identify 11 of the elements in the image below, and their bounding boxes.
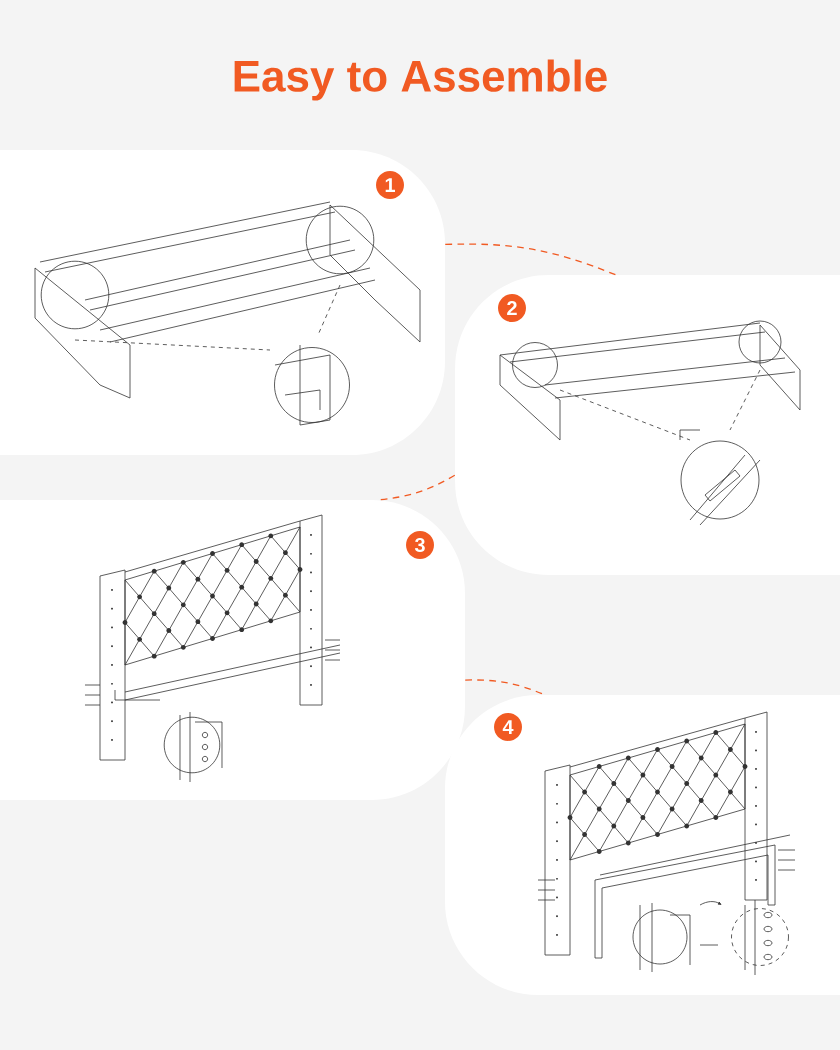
step-number: 1 (376, 171, 404, 199)
step-panel (455, 275, 840, 575)
step-number: 4 (494, 713, 522, 741)
connector-line (379, 474, 456, 501)
step-panel (444, 695, 840, 995)
step-panel (0, 149, 445, 456)
step-panel (0, 500, 465, 800)
step-number: 3 (406, 531, 434, 559)
connector-line (444, 243, 617, 276)
title: Easy to Assemble (234, 59, 607, 101)
step-number: 2 (498, 294, 526, 322)
